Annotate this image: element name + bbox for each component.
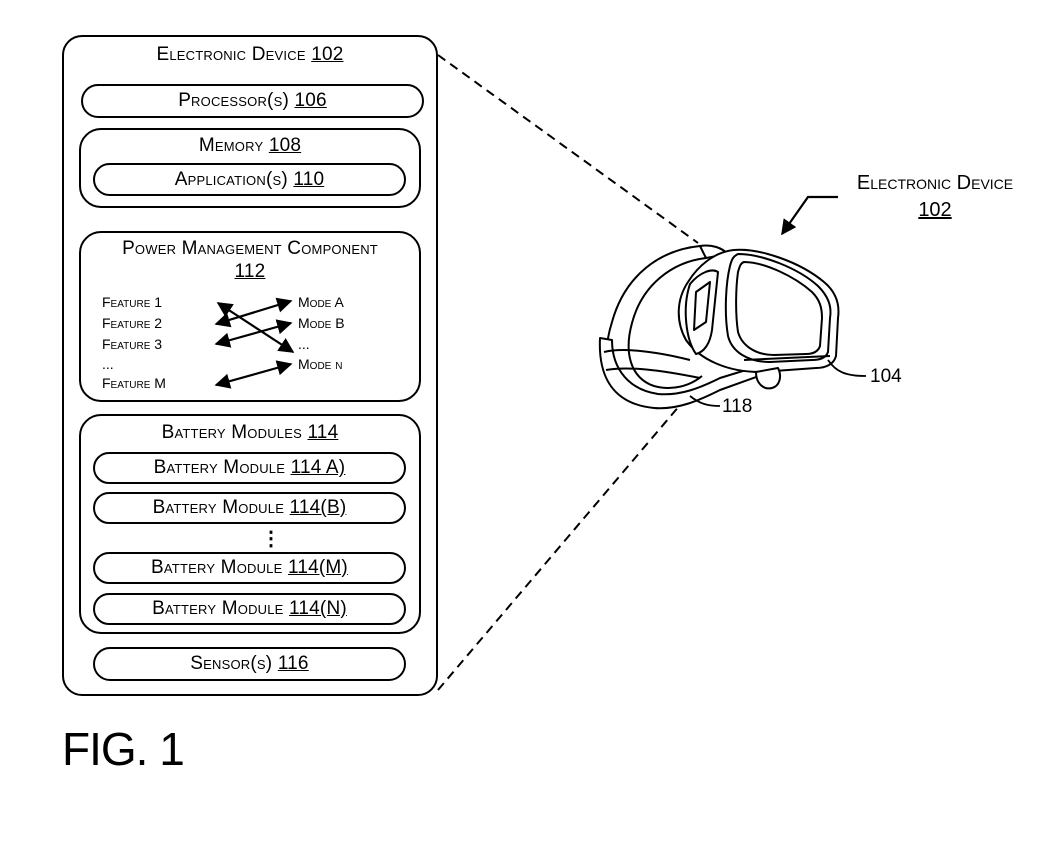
mode-item-b: Mode B — [298, 315, 345, 331]
processor-name: Processor(s) — [178, 90, 289, 111]
power-management-ref-line: 112 — [79, 261, 421, 283]
battery-module-block: Battery Module 114(B) — [93, 492, 406, 524]
battery-module-ref: 114 A) — [290, 457, 346, 478]
projection-line-bottom — [437, 397, 687, 691]
device-ref: 102 — [311, 44, 344, 65]
vr-headset-illustration — [598, 244, 840, 410]
application-name: Application(s) — [174, 168, 288, 190]
feature-item: Feature 2 — [102, 315, 163, 331]
callout-118: 118 — [722, 396, 753, 417]
feature-item: ... — [102, 356, 114, 372]
battery-module-name: Battery Module — [152, 497, 285, 518]
arrow-feature3-modeB — [214, 319, 293, 348]
battery-module-ref: 114(M) — [287, 557, 348, 578]
arrow-featureM-modeN — [214, 360, 293, 389]
application-ref: 110 — [293, 168, 325, 190]
battery-modules-title: Battery Modules 114 — [79, 422, 421, 444]
sensor-ref: 116 — [277, 653, 309, 674]
power-management-name: Power Management Component — [122, 238, 378, 259]
projection-lines — [437, 54, 699, 691]
feature-mode-arrows — [214, 297, 295, 389]
callout-leaders — [689, 359, 867, 407]
application-block: Application(s) 110 — [93, 163, 406, 196]
leader-118 — [689, 395, 721, 407]
device-name: Electronic Device — [156, 44, 306, 65]
battery-module-block: Battery Module 114(N) — [93, 593, 406, 625]
battery-module-ref: 114(N) — [289, 598, 347, 619]
sensor-name: Sensor(s) — [190, 653, 273, 674]
processor-ref: 106 — [294, 90, 327, 111]
mode-item-a: Mode A — [298, 294, 344, 310]
callout-104: 104 — [870, 366, 902, 387]
battery-modules-name: Battery Modules — [161, 422, 302, 443]
headset-device-name: Electronic Device — [856, 172, 1014, 194]
feature-list: Feature 1 Feature 2 Feature 3 ... Featur… — [102, 292, 166, 394]
projection-line-top — [437, 54, 699, 244]
battery-module-name: Battery Module — [153, 457, 286, 478]
battery-module-name: Battery Module — [152, 598, 284, 619]
feature-item: Feature 3 — [102, 336, 163, 352]
mode-item-n: Mode n — [298, 356, 343, 372]
device-callout-arrow — [781, 195, 838, 236]
figure-label: FIG. 1 — [62, 723, 185, 775]
battery-module-ref: 114(B) — [289, 497, 347, 518]
headset-device-label: Electronic Device — [830, 172, 1040, 195]
feature-item: Feature M — [102, 375, 166, 391]
arrow-feature1-modeN — [216, 302, 295, 353]
arrow-feature2-modeA — [214, 297, 293, 328]
processor-block: Processor(s) 106 — [81, 84, 424, 118]
sensor-block: Sensor(s) 116 — [93, 647, 406, 681]
battery-module-name: Battery Module — [151, 557, 283, 578]
battery-module-block: Battery Module 114(M) — [93, 552, 406, 584]
device-title: Electronic Device 102 — [62, 44, 438, 66]
leader-104 — [827, 359, 867, 377]
battery-module-ellipsis: ⋮ — [261, 528, 281, 550]
headset-device-ref: 102 — [918, 199, 952, 221]
memory-title: Memory 108 — [79, 135, 421, 157]
battery-modules-ref: 114 — [307, 422, 339, 443]
mode-item-ellipsis: ... — [298, 336, 310, 352]
power-management-ref: 112 — [234, 261, 266, 282]
headset-device-ref-line: 102 — [830, 199, 1040, 222]
feature-item: Feature 1 — [102, 294, 163, 310]
memory-ref: 108 — [268, 135, 302, 156]
battery-module-block: Battery Module 114 A) — [93, 452, 406, 484]
power-management-title: Power Management Component — [79, 238, 421, 260]
memory-name: Memory — [198, 135, 264, 156]
